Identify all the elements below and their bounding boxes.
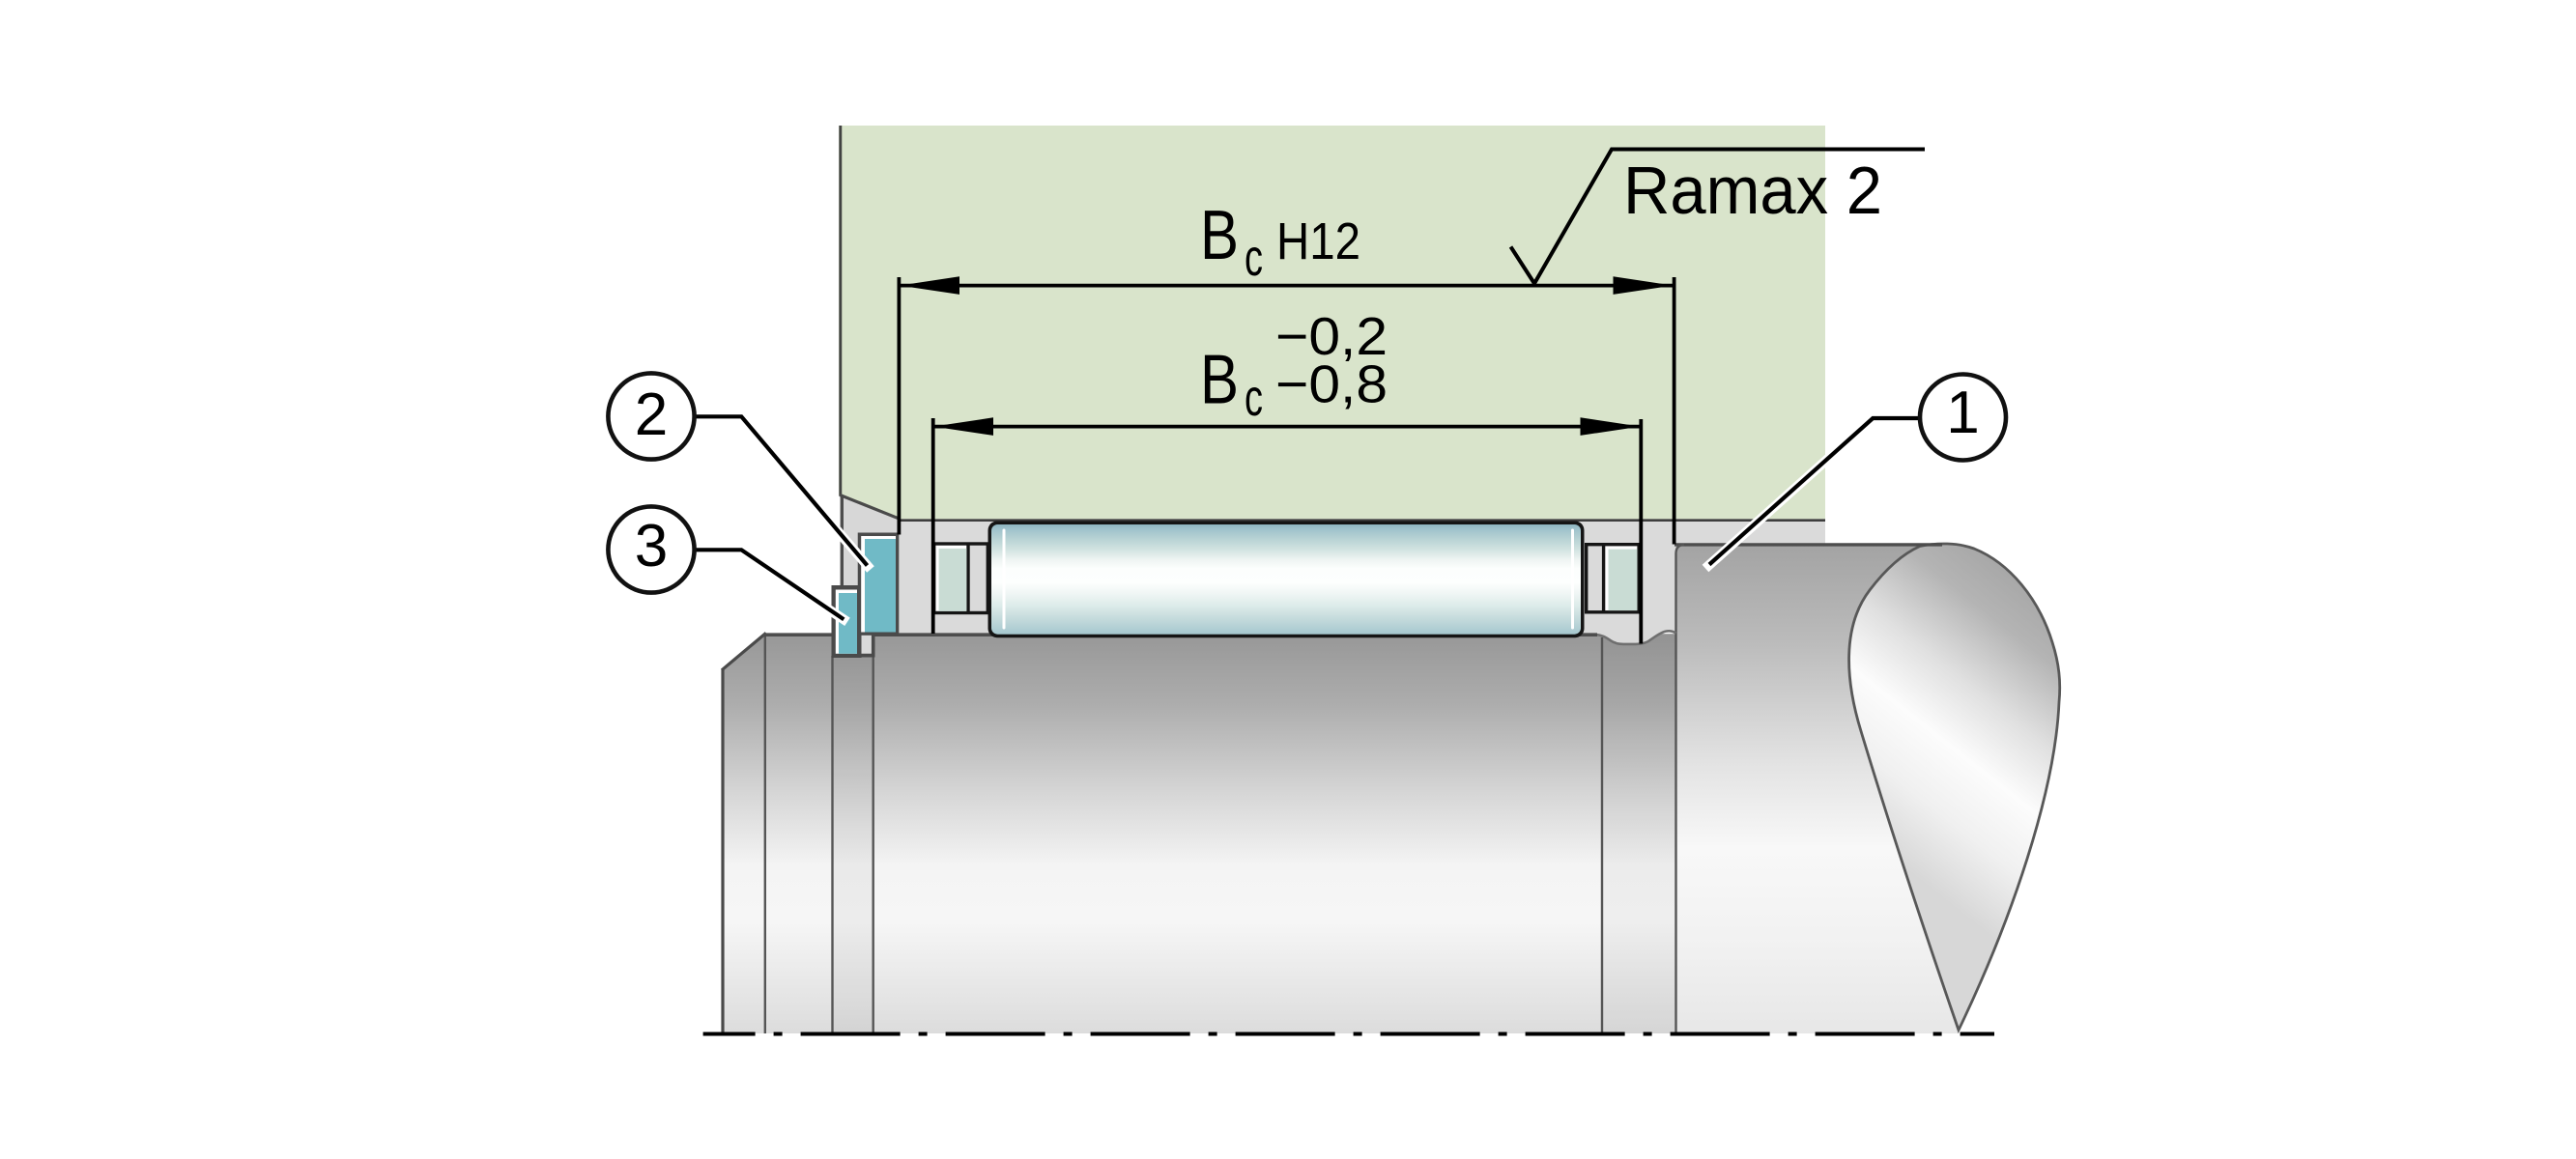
svg-text:1: 1 [1946, 380, 1979, 446]
svg-text:2: 2 [635, 382, 668, 448]
svg-text:c: c [1245, 229, 1263, 287]
svg-text:B: B [1200, 197, 1239, 274]
svg-text:−0,2: −0,2 [1275, 306, 1388, 366]
svg-text:H12: H12 [1276, 212, 1360, 270]
svg-text:c: c [1245, 369, 1263, 427]
svg-text:−0,8: −0,8 [1275, 354, 1388, 414]
svg-text:B: B [1200, 342, 1239, 419]
svg-text:3: 3 [635, 513, 668, 580]
svg-text:Ramax 2: Ramax 2 [1623, 153, 1882, 228]
